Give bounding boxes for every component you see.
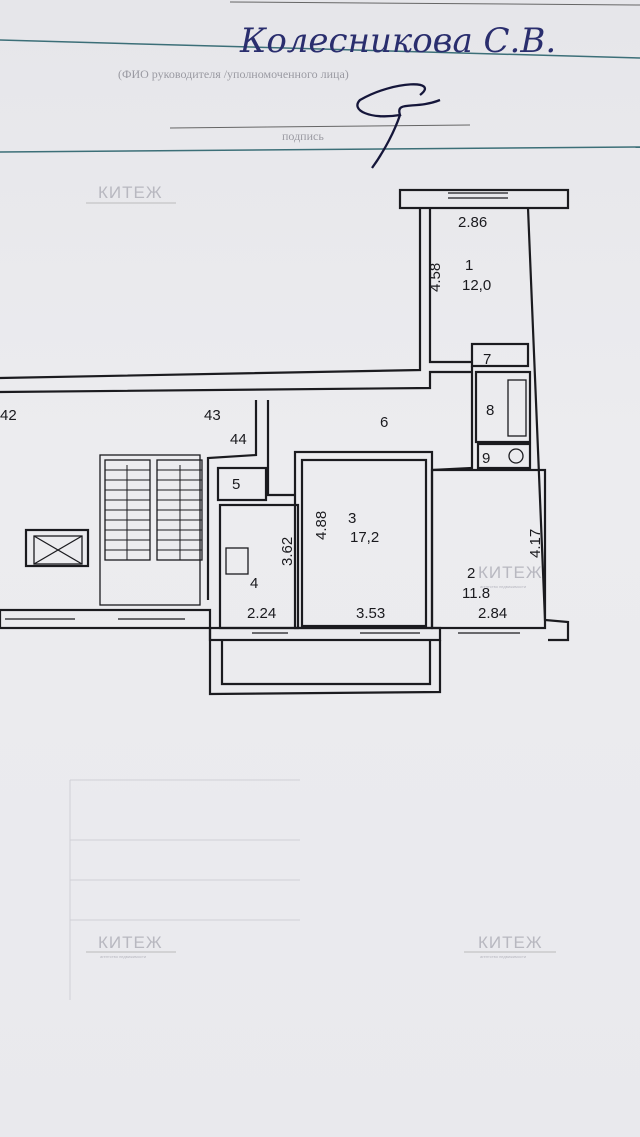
watermark: КИТЕЖ КИТЕЖ агентство недвижимости КИТЕЖ…	[86, 183, 556, 959]
room-9: 9	[482, 450, 490, 467]
svg-text:4: 4	[250, 575, 258, 592]
signature-line	[169, 124, 471, 129]
room-8: 8	[486, 402, 494, 419]
room-4: 4 2.24 3.62	[247, 537, 296, 622]
svg-text:2.24: 2.24	[247, 605, 276, 622]
faded-form-lines	[69, 779, 300, 1000]
svg-text:2.86: 2.86	[458, 214, 487, 231]
svg-text:1: 1	[465, 257, 473, 274]
form-line	[0, 146, 640, 153]
room-7: 7	[483, 351, 491, 368]
svg-text:3.62: 3.62	[279, 537, 296, 566]
svg-text:11.8: 11.8	[462, 585, 490, 602]
room-5: 5	[232, 476, 240, 493]
signature-caption: подпись	[282, 129, 324, 143]
room-6: 6	[380, 414, 388, 431]
svg-text:2: 2	[467, 565, 475, 582]
room-1: 2.86 1 12,0 4.58	[427, 214, 491, 294]
svg-text:4.88: 4.88	[313, 511, 330, 540]
svg-text:17,2: 17,2	[350, 529, 379, 546]
walls	[0, 188, 570, 696]
axis-mark-42: 42	[0, 407, 17, 424]
svg-text:12,0: 12,0	[462, 277, 491, 294]
svg-text:КИТЕЖ: КИТЕЖ	[98, 933, 163, 952]
handwritten-name: Колесникова С.В.	[239, 21, 556, 61]
svg-text:2.84: 2.84	[478, 605, 507, 622]
svg-text:4.58: 4.58	[427, 263, 444, 292]
svg-text:КИТЕЖ: КИТЕЖ	[478, 933, 543, 952]
svg-text:3: 3	[348, 510, 356, 527]
axis-mark-44: 44	[230, 431, 247, 448]
svg-text:агентство недвижимости: агентство недвижимости	[480, 954, 526, 959]
svg-text:КИТЕЖ: КИТЕЖ	[98, 183, 163, 202]
svg-text:3.53: 3.53	[356, 605, 385, 622]
name-caption: (ФИО руководителя /уполномоченного лица)	[118, 67, 349, 81]
svg-text:агентство недвижимости: агентство недвижимости	[480, 584, 526, 589]
svg-text:КИТЕЖ: КИТЕЖ	[478, 563, 543, 582]
axis-mark-43: 43	[204, 407, 221, 424]
form-line	[229, 1, 640, 6]
room-3: 3 17,2 3.53 4.88	[313, 510, 385, 622]
svg-text:4.17: 4.17	[527, 529, 544, 558]
room-2: 2 11.8 2.84 4.17	[462, 529, 544, 622]
svg-text:агентство недвижимости: агентство недвижимости	[100, 954, 146, 959]
signature	[356, 83, 441, 169]
form-line	[0, 39, 640, 59]
